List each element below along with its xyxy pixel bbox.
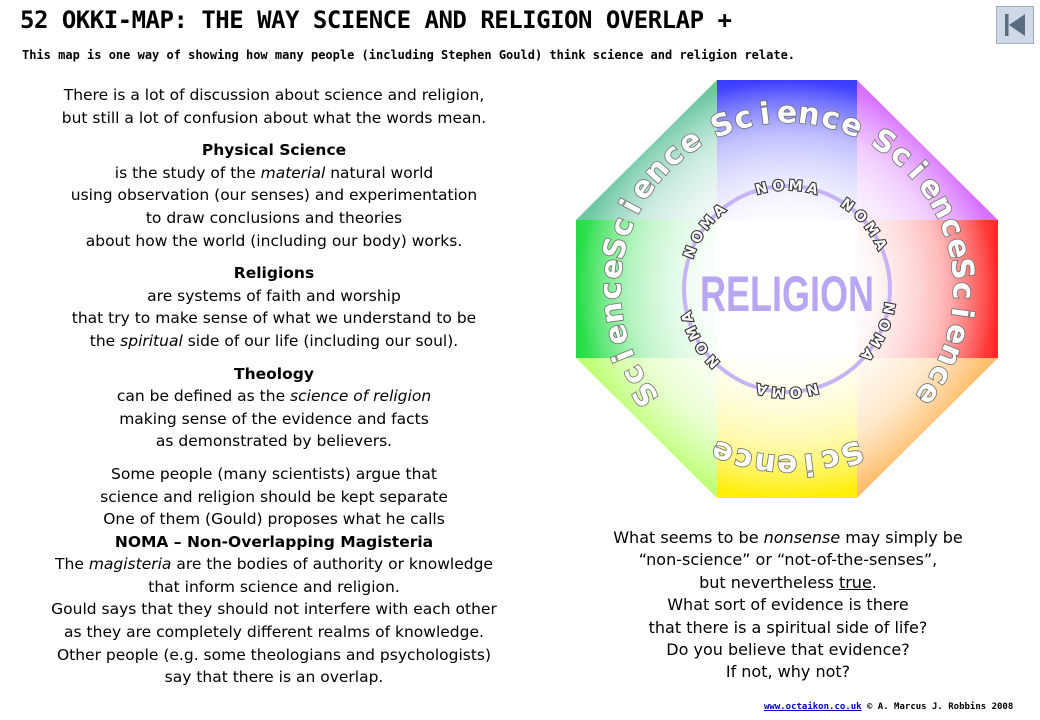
physical-science-paragraph: Physical Science is the study of the mat… bbox=[14, 139, 534, 252]
noma-word: M bbox=[771, 383, 786, 400]
science-word: n bbox=[594, 300, 632, 326]
theology-line: can be defined as the science of religio… bbox=[116, 387, 432, 406]
noma-word: N bbox=[879, 301, 897, 316]
noma-heading: NOMA – Non-Overlapping Magisteria bbox=[114, 532, 434, 551]
religions-line: that try to make sense of what we unders… bbox=[71, 309, 477, 328]
physical-science-line: to draw conclusions and theories bbox=[145, 208, 403, 227]
reflection-text: What seems to be nonsense may simply be … bbox=[578, 527, 998, 684]
noma-line: science and religion should be kept sepa… bbox=[100, 487, 448, 506]
religions-line: the spiritual side of our life (includin… bbox=[89, 331, 459, 350]
physical-science-line: is the study of the material natural wor… bbox=[114, 163, 434, 182]
noma-line: Other people (e.g. some theologians and … bbox=[56, 645, 492, 664]
science-word: S bbox=[943, 256, 980, 281]
noma-word: N bbox=[754, 180, 769, 198]
reflection-line: “non-science” or “not-of-the-senses”, bbox=[638, 550, 938, 570]
intro-line: There is a lot of discussion about scien… bbox=[63, 86, 485, 104]
noma-ring bbox=[682, 184, 892, 394]
science-word: e bbox=[594, 257, 631, 281]
science-word: n bbox=[796, 96, 822, 133]
noma-word: A bbox=[805, 180, 820, 198]
noma-word: A bbox=[754, 380, 769, 398]
theology-line: as demonstrated by believers. bbox=[155, 432, 393, 451]
intro-line: but still a lot of confusion about what … bbox=[61, 108, 487, 127]
physical-science-line: about how the world (including our body)… bbox=[85, 231, 463, 250]
religion-label: RELIGION bbox=[700, 267, 874, 322]
religions-paragraph: Religions are systems of faith and worsh… bbox=[14, 262, 534, 352]
science-word: e bbox=[597, 320, 636, 349]
back-button[interactable] bbox=[996, 6, 1034, 44]
explanation-text: There is a lot of discussion about scien… bbox=[14, 84, 534, 699]
physical-science-heading: Physical Science bbox=[201, 141, 347, 160]
noma-paragraph: Some people (many scientists) argue that… bbox=[14, 463, 534, 689]
science-word: n bbox=[752, 445, 778, 482]
science-word: e bbox=[777, 96, 797, 131]
website-link[interactable]: www.octaikon.co.uk bbox=[764, 702, 862, 712]
noma-line: Some people (many scientists) argue that bbox=[111, 464, 437, 483]
page-subtitle: This map is one way of showing how many … bbox=[22, 48, 796, 62]
reflection-line: Do you believe that evidence? bbox=[666, 640, 910, 660]
reflection-line: that there is a spiritual side of life? bbox=[648, 617, 928, 637]
reflection-line: What seems to be nonsense may simply be bbox=[613, 528, 963, 547]
noma-word: O bbox=[772, 178, 785, 195]
theology-heading: Theology bbox=[234, 364, 314, 383]
noma-word: O bbox=[789, 383, 802, 400]
reflection-line: What sort of evidence is there bbox=[667, 595, 909, 615]
noma-word: N bbox=[805, 380, 820, 398]
reflection-line: but nevertheless true. bbox=[699, 572, 877, 592]
science-word: c bbox=[945, 282, 980, 300]
science-word: e bbox=[777, 448, 797, 483]
theology-paragraph: Theology can be defined as the science o… bbox=[14, 363, 534, 453]
theology-line: making sense of the evidence and facts bbox=[119, 409, 429, 428]
noma-line: Gould says that they should not interfer… bbox=[51, 600, 497, 619]
footer: www.octaikon.co.uk © A. Marcus J. Robbin… bbox=[764, 702, 1013, 712]
religions-heading: Religions bbox=[233, 264, 315, 283]
physical-science-line: using observation (our senses) and exper… bbox=[70, 186, 478, 205]
skip-back-icon bbox=[1005, 14, 1025, 36]
reflection-line: If not, why not? bbox=[725, 662, 851, 682]
noma-line: One of them (Gould) proposes what he cal… bbox=[103, 510, 445, 529]
science-word: c bbox=[593, 282, 628, 300]
noma-word: M bbox=[788, 178, 803, 195]
noma-line: that inform science and religion. bbox=[148, 577, 400, 596]
noma-line: say that there is an overlap. bbox=[164, 668, 384, 687]
page-title: 52 OKKI-MAP: THE WAY SCIENCE AND RELIGIO… bbox=[20, 6, 732, 34]
copyright-text: © A. Marcus J. Robbins 2008 bbox=[861, 702, 1014, 712]
intro-paragraph: There is a lot of discussion about scien… bbox=[14, 84, 534, 129]
noma-line: The magisteria are the bodies of authori… bbox=[55, 555, 493, 574]
noma-line: as they are completely different realms … bbox=[64, 623, 484, 642]
noma-word: O bbox=[874, 316, 893, 333]
religions-line: are systems of faith and worship bbox=[147, 286, 401, 305]
